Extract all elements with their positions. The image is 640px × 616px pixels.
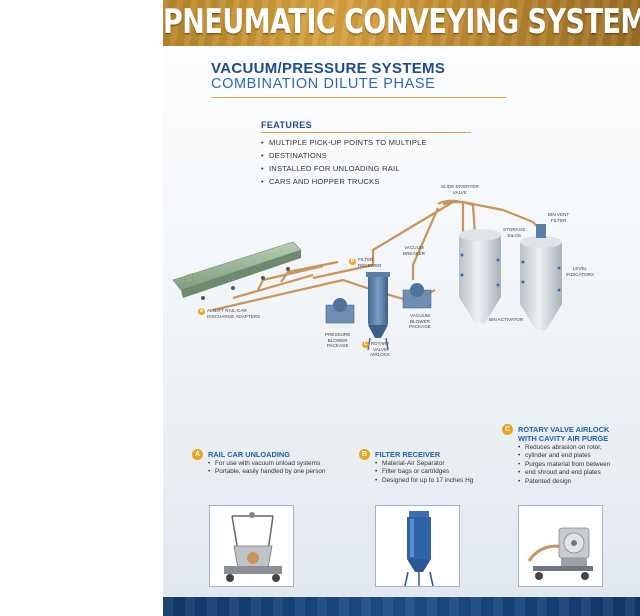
section-c-badge: C [502,424,513,435]
pressure-blower [325,298,355,324]
label-rotary-valve: ROTARY VALVE AIRLOCK [370,341,390,358]
section-b-list: Material-Air Separator Filter bags or ca… [375,460,473,486]
section-c-list: Reduces abrasion on rotor, cylinder and … [518,444,610,486]
section-b-badge: B [359,449,370,460]
section-c-item: Patented design [518,478,610,487]
title-divider [211,97,506,98]
label-line: BIN VENT [548,212,570,217]
label-slide-diverter: SLIDE DIVERTER VALVE [441,184,479,195]
section-a-list: For use with vacuum unload systems Porta… [208,460,326,477]
label-vacuum-breaker: VACUUM BREAKER [403,245,425,256]
rail-car-unloader-photo [209,505,294,587]
label-line: AIRLIFT RAIL-CAR [207,308,247,313]
section-c-item-cont: cylinder and end plates [518,452,610,461]
label-line: VALVE [452,189,467,195]
filter-receiver [366,272,390,351]
section-c-item-cont-text: cylinder and end plates [525,452,591,460]
feature-item-continued: CARS AND HOPPER TRUCKS [261,175,491,188]
storage-silo-2 [520,224,562,330]
label-line: BLOWER [327,337,348,343]
label-filter-receiver: FILTER RECEIVER [358,257,382,268]
banner: PNEUMATIC CONVEYING SYSTEMS [163,0,640,46]
label-airlift: AIRLIFT RAIL-CAR DISCHARGE ADAPTERS [207,308,260,319]
feature-item-cont-text: DESTINATIONS [269,151,327,160]
filter-receiver-photo [375,505,460,587]
label-bin-vent: BIN VENT FILTER [548,212,569,223]
label-bin-activator: BIN ACTIVATOR [489,317,523,323]
features-heading: FEATURES [261,120,313,130]
feature-item: MULTIPLE PICK-UP POINTS TO MULTIPLE [261,136,491,149]
section-c-item-cont-text: end shroud and end plates [525,469,601,477]
label-line: VALVE [373,346,388,352]
label-line: VACUUM [410,313,430,318]
label-line: RECEIVER [358,262,382,268]
label-line: DISCHARGE ADAPTERS [207,313,261,319]
section-c-item-cont: end shroud and end plates [518,469,610,478]
pipe-rail [232,273,314,300]
badge-b-diagram: B [349,258,356,265]
pipe-up [411,207,440,280]
label-storage-silos: STORAGE SILOS [503,227,525,238]
vacuum-blower [402,283,432,309]
label-line: PACKAGE [326,343,349,348]
label-line: FILTER [358,257,374,262]
section-b-item: Designed for up to 17 inches Hg [375,477,473,486]
section-b-title: FILTER RECEIVER [375,450,441,459]
feature-item: INSTALLED FOR UNLOADING RAIL [261,162,491,175]
section-a-item: Portable, easily handled by one person [208,468,326,477]
section-b-item: Material-Air Separator [375,460,473,469]
footer-bar [163,597,640,616]
features-block: FEATURES MULTIPLE PICK-UP POINTS TO MULT… [261,120,491,188]
label-line: PRESSURE [325,332,351,337]
section-c-title: ROTARY VALVE AIRLOCK WITH CAVITY AIR PUR… [518,425,609,443]
feature-item-continued: DESTINATIONS [261,149,491,162]
label-pressure-blower: PRESSURE BLOWER PACKAGE [325,332,350,349]
page-title: VACUUM/PRESSURE SYSTEMS [211,60,446,77]
features-divider [261,132,471,133]
section-c-title-line: WITH CAVITY AIR PURGE [518,434,609,443]
rail-car [172,241,302,300]
label-line: ROTARY [370,341,390,346]
label-vacuum-blower: VACUUM BLOWER PACKAGE [409,313,431,330]
section-c-item: Reduces abrasion on rotor, [518,444,610,453]
label-line: LEVEL [572,266,588,271]
pipe-main [312,200,465,280]
footer-texture [163,597,640,616]
pipe-slide [437,199,462,205]
section-b-item: Filter bags or cartridges [375,468,473,477]
label-line: BLOWER [409,318,430,324]
label-line: FILTER [550,217,567,223]
label-level-indicators: LEVEL INDICATORS [566,266,594,277]
label-line: SLIDE DIVERTER [441,184,479,189]
banner-texture [163,0,640,46]
label-line: PACKAGE [409,324,431,329]
label-line: VACUUM [404,245,424,250]
storage-silo-1 [459,229,501,323]
label-line: AIRLOCK [370,352,391,357]
banner-title: PNEUMATIC CONVEYING SYSTEMS [163,3,640,42]
section-c-item: Purges material from between [518,461,610,470]
section-a-title: RAIL CAR UNLOADING [208,450,290,459]
rail-car-unloader-illustration [210,506,293,586]
system-diagram: SLIDE DIVERTER VALVE BIN VENT FILTER STO… [163,180,640,360]
section-a-badge: A [192,449,203,460]
rotary-valve-photo [518,505,603,587]
rotary-valve-illustration [519,506,602,586]
label-line: BREAKER [403,250,425,256]
badge-c-diagram: C [362,341,369,348]
filter-receiver-illustration [376,506,459,586]
feature-item-cont-text: CARS AND HOPPER TRUCKS [269,177,380,186]
label-line: BIN ACTIVATOR [489,317,524,322]
label-line: INDICATORS [566,271,594,277]
pipe-rail-drop2 [280,260,339,283]
brochure-page: PNEUMATIC CONVEYING SYSTEMS VACUUM/PRESS… [163,0,640,616]
label-line: STORAGE [503,227,526,232]
system-diagram-svg [172,199,562,351]
page-subtitle: COMBINATION DILUTE PHASE [211,76,436,92]
section-c-title-line: ROTARY VALVE AIRLOCK [518,425,610,434]
label-line: SILOS [507,232,521,238]
section-a-item: For use with vacuum unload systems [208,460,326,469]
badge-a-diagram: A [198,308,205,315]
